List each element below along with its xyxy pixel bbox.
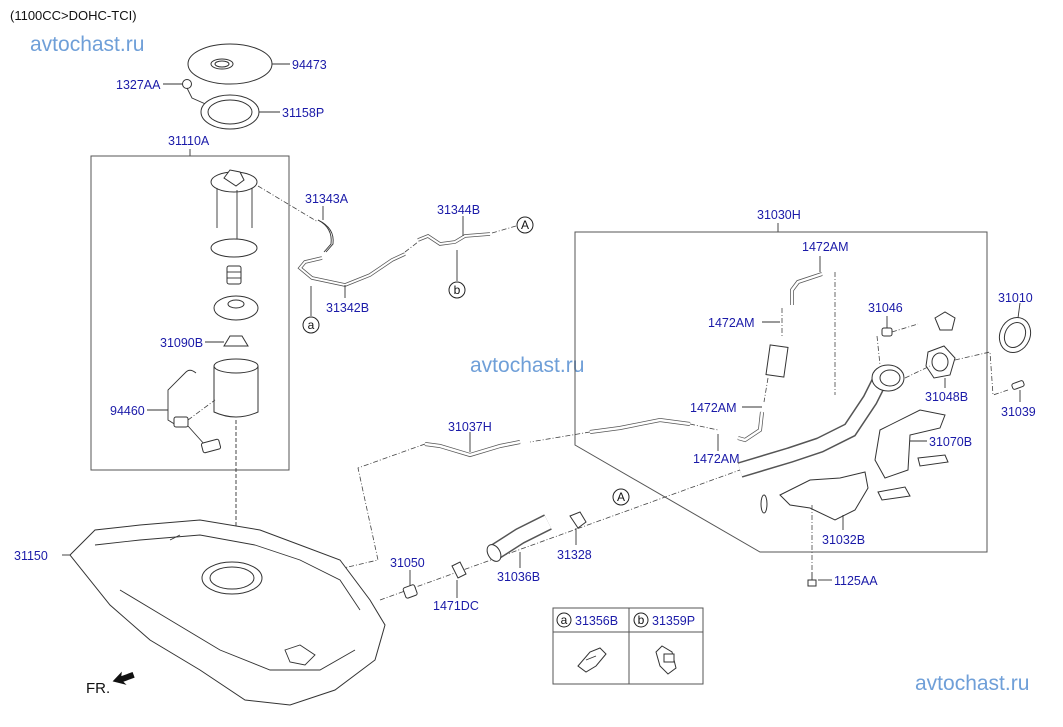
part-label-31032B: 31032B — [822, 533, 865, 547]
clamp-31328 — [569, 511, 587, 545]
screw-31039 — [1011, 380, 1025, 402]
clamp-1471DC — [451, 561, 467, 598]
watermark: avtochast.ru — [30, 33, 144, 56]
group-label-31110A: 31110A — [168, 134, 210, 148]
grommet-31050 — [402, 570, 418, 599]
part-label-31046: 31046 — [868, 301, 903, 315]
part-label-31090B: 31090B — [160, 336, 203, 350]
connector-b-marker: b — [448, 250, 466, 299]
filler-hose-31036B — [486, 514, 552, 568]
fuel-cap-31010 — [998, 302, 1032, 354]
part-label-31328: 31328 — [557, 548, 592, 562]
part-label-31342B: 31342B — [326, 301, 369, 315]
connector-a-marker: a — [302, 286, 320, 334]
part-label-1472AM-3: 1472AM — [690, 401, 737, 415]
pump-cap — [213, 295, 259, 321]
svg-text:b: b — [638, 613, 645, 627]
connector-A-marker: A — [516, 216, 534, 234]
bracket-31070B — [874, 409, 949, 501]
fuel-pump-assembly-box — [90, 155, 290, 471]
part-label-31158P: 31158P — [282, 106, 324, 120]
part-label-1472AM-1: 1472AM — [802, 240, 849, 254]
svg-text:A: A — [521, 218, 529, 232]
bolt-1125AA — [807, 572, 832, 587]
filler-neck-pipe — [737, 364, 905, 478]
filler-neck-assembly-box — [574, 231, 988, 553]
bracket-31032B — [760, 471, 869, 572]
vent-line-upper — [717, 256, 836, 451]
part-label-31344B: 31344B — [437, 203, 480, 217]
watermark: avtochast.ru — [470, 354, 584, 377]
part-label-1327AA: 1327AA — [116, 78, 161, 92]
vent-hose-31037H — [317, 417, 719, 575]
nut-1327AA — [163, 79, 211, 107]
fuel-filter-element — [226, 265, 242, 285]
pressure-regulator-31090B — [205, 335, 249, 347]
clip-legend-table: a 31356B b 31359P — [552, 607, 704, 685]
vapor-pipe-31342B — [297, 241, 419, 298]
part-label-31048B: 31048B — [925, 390, 968, 404]
engine-spec-label: (1100CC>DOHC-TCI) — [10, 8, 137, 23]
legend-row-a: a 31356B — [556, 612, 618, 628]
part-label-31050: 31050 — [390, 556, 425, 570]
watermark: avtochast.ru — [915, 672, 1029, 695]
legend-row-b: b 31359P — [633, 612, 695, 628]
fuel-pump-cover-94473 — [187, 43, 290, 85]
part-label-94473: 94473 — [292, 58, 327, 72]
fuel-sender-94460 — [147, 369, 222, 454]
gasket-31048B — [904, 345, 1009, 396]
fuel-pump-flange — [210, 169, 258, 258]
svg-text:a: a — [308, 318, 315, 332]
retainer-ring-31158P — [200, 94, 280, 130]
part-label-31070B: 31070B — [929, 435, 972, 449]
part-label-31039: 31039 — [1001, 405, 1036, 419]
clip-31359P-illustration — [655, 645, 677, 675]
front-direction-indicator: FR. — [86, 671, 135, 697]
clip-31046 — [876, 311, 956, 366]
part-label-31150: 31150 — [14, 549, 48, 563]
filler-line-axis — [379, 469, 741, 601]
part-label-31037H: 31037H — [448, 420, 492, 434]
part-label-1471DC: 1471DC — [433, 599, 479, 613]
part-label-1472AM-4: 1472AM — [693, 452, 740, 466]
vapor-hose-31343A — [317, 206, 334, 253]
part-label-31010: 31010 — [998, 291, 1033, 305]
part-label-94460: 94460 — [110, 404, 145, 418]
part-label-1472AM-2: 1472AM — [708, 316, 755, 330]
legend-part-31359P: 31359P — [652, 614, 695, 628]
svg-text:a: a — [561, 613, 568, 627]
fuel-tank-31150 — [62, 519, 386, 706]
vapor-hose-31344B — [417, 216, 517, 246]
legend-part-31356B: 31356B — [575, 614, 618, 628]
part-label-31343A: 31343A — [305, 192, 349, 206]
front-label: FR. — [86, 680, 110, 697]
svg-text:b: b — [454, 283, 461, 297]
front-arrow-icon — [112, 671, 135, 685]
connector-A-marker-2: A — [612, 488, 630, 506]
pump-reservoir — [213, 358, 259, 560]
svg-text:A: A — [617, 490, 625, 504]
part-label-1125AA: 1125AA — [834, 574, 878, 588]
group-label-31030H: 31030H — [757, 208, 801, 222]
part-label-31036B: 31036B — [497, 570, 540, 584]
clip-31356B-illustration — [577, 647, 607, 673]
